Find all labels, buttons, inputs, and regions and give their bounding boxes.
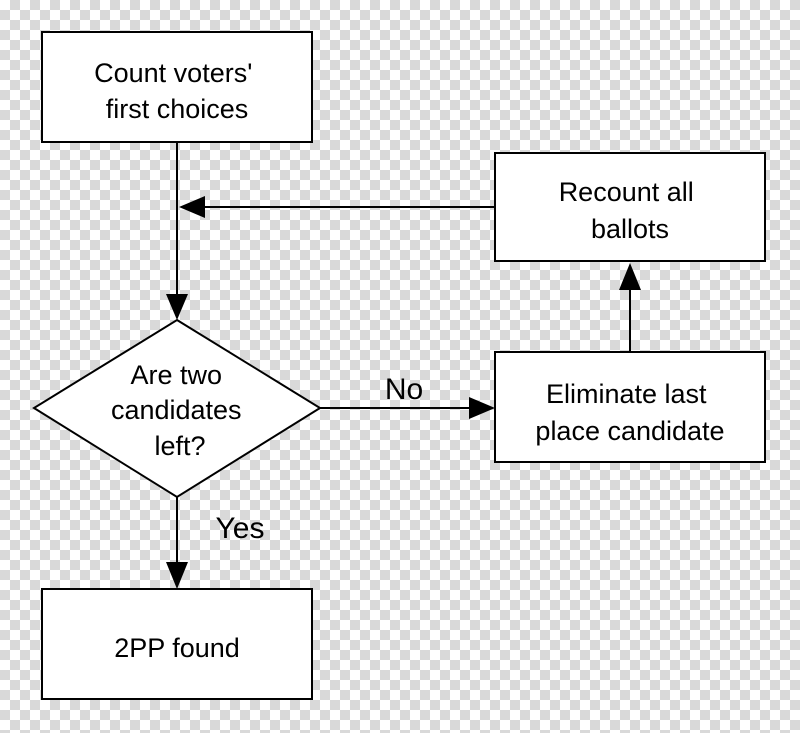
connectors <box>176 142 631 564</box>
node-decision-line-2: candidates <box>111 395 242 425</box>
node-recount-box <box>494 152 766 262</box>
node-eliminate-box <box>494 351 766 463</box>
node-eliminate-line-1: Eliminate last <box>546 379 707 409</box>
node-eliminate-line-2: place candidate <box>535 416 724 446</box>
node-count-box <box>41 31 313 143</box>
svg-text:2PP found: 2PP found <box>114 633 240 663</box>
node-count-line-2: first choices <box>106 94 249 124</box>
node-decision-two-left: Are two candidates left? <box>32 318 322 499</box>
arrow-right-to-eliminate-icon <box>469 397 495 419</box>
node-count-line-1: Count voters' <box>94 58 252 88</box>
node-decision-line-1: Are two <box>130 360 222 390</box>
node-found-line-1: 2PP found <box>114 633 240 663</box>
node-found-box <box>41 588 313 700</box>
edge-label-no: No <box>385 373 423 406</box>
svg-text:Recount all ballots: Recount all ballots <box>559 177 702 244</box>
edge-label-yes: Yes <box>216 512 265 545</box>
arrow-left-merge-icon <box>179 196 205 218</box>
arrow-down-to-found-icon <box>166 562 188 589</box>
node-eliminate-last: Eliminate last place candidate <box>494 351 766 463</box>
arrow-up-to-recount-icon <box>619 263 641 290</box>
node-count-first-choices: Count voters' first choices <box>41 31 313 143</box>
svg-text:Count voters' first choi: Count voters' first choices <box>94 58 260 124</box>
node-decision-line-3: left? <box>154 431 205 461</box>
node-recount-line-2: ballots <box>591 214 669 244</box>
svg-text:Eliminate last place can: Eliminate last place candidate <box>535 379 724 446</box>
node-recount-ballots: Recount all ballots <box>494 152 766 262</box>
node-2pp-found: 2PP found <box>41 588 313 700</box>
node-decision-diamond <box>32 318 322 499</box>
svg-text:Are two candidates: Are two candidates left? <box>111 360 249 461</box>
arrow-down-to-decision-icon <box>166 294 188 320</box>
node-recount-line-1: Recount all <box>559 177 694 207</box>
arrowheads <box>166 196 641 589</box>
